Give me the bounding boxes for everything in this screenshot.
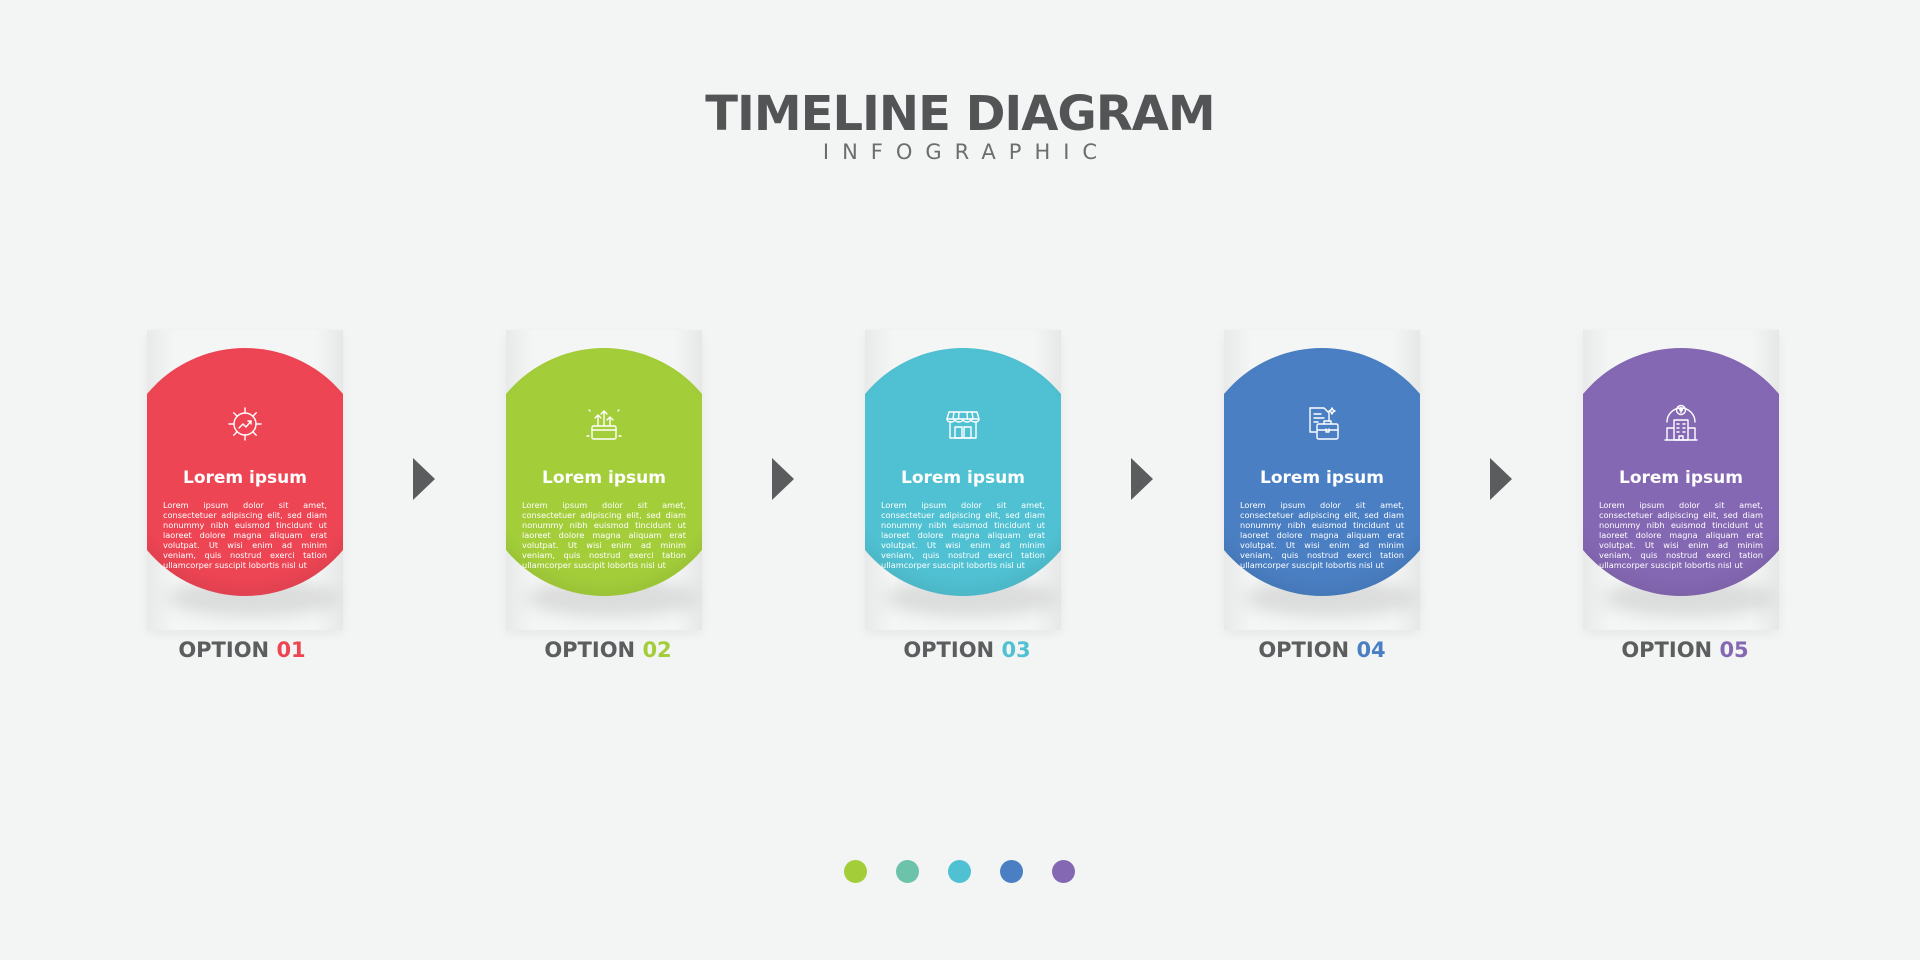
option-prefix: OPTION bbox=[1621, 638, 1713, 662]
timeline-step-1: Lorem ipsum Lorem ipsum dolor sit amet, … bbox=[147, 330, 343, 630]
option-label-4: OPTION 04 bbox=[1202, 638, 1442, 662]
option-label-2: OPTION 02 bbox=[488, 638, 728, 662]
step-description: Lorem ipsum dolor sit amet, consectetuer… bbox=[881, 500, 1045, 570]
timeline-step-4: Lorem ipsum Lorem ipsum dolor sit amet, … bbox=[1224, 330, 1420, 630]
gear-growth-icon bbox=[223, 402, 267, 446]
step-disc: Lorem ipsum Lorem ipsum dolor sit amet, … bbox=[1224, 348, 1420, 596]
option-label-3: OPTION 03 bbox=[847, 638, 1087, 662]
option-prefix: OPTION bbox=[178, 638, 270, 662]
step-description: Lorem ipsum dolor sit amet, consectetuer… bbox=[163, 500, 327, 570]
step-disc: Lorem ipsum Lorem ipsum dolor sit amet, … bbox=[1583, 348, 1779, 596]
step-description: Lorem ipsum dolor sit amet, consectetuer… bbox=[522, 500, 686, 570]
timeline-step-2: Lorem ipsum Lorem ipsum dolor sit amet, … bbox=[506, 330, 702, 630]
disc-fill bbox=[1583, 348, 1779, 596]
arrow-right-icon bbox=[413, 458, 435, 500]
bank-building-icon bbox=[1659, 402, 1703, 446]
timeline-step-3: Lorem ipsum Lorem ipsum dolor sit amet, … bbox=[865, 330, 1061, 630]
store-icon bbox=[941, 402, 985, 446]
option-prefix: OPTION bbox=[1258, 638, 1350, 662]
pager-dot-5[interactable] bbox=[1052, 860, 1075, 883]
page-subtitle: INFOGRAPHIC bbox=[822, 140, 1111, 164]
pager-dot-1[interactable] bbox=[844, 860, 867, 883]
option-number: 05 bbox=[1719, 638, 1749, 662]
option-prefix: OPTION bbox=[903, 638, 995, 662]
briefcase-document-icon bbox=[1300, 402, 1344, 446]
step-title: Lorem ipsum bbox=[1619, 468, 1743, 488]
step-disc: Lorem ipsum Lorem ipsum dolor sit amet, … bbox=[506, 348, 702, 596]
option-number: 01 bbox=[276, 638, 306, 662]
timeline-step-5: Lorem ipsum Lorem ipsum dolor sit amet, … bbox=[1583, 330, 1779, 630]
step-title: Lorem ipsum bbox=[183, 468, 307, 488]
option-label-1: OPTION 01 bbox=[122, 638, 362, 662]
disc-fill bbox=[865, 348, 1061, 596]
pager-dots bbox=[0, 860, 1920, 884]
step-title: Lorem ipsum bbox=[1260, 468, 1384, 488]
option-prefix: OPTION bbox=[544, 638, 636, 662]
pager-dot-4[interactable] bbox=[1000, 860, 1023, 883]
step-disc: Lorem ipsum Lorem ipsum dolor sit amet, … bbox=[147, 348, 343, 596]
option-number: 02 bbox=[642, 638, 672, 662]
arrow-right-icon bbox=[1131, 458, 1153, 500]
money-growth-icon bbox=[582, 402, 626, 446]
option-number: 04 bbox=[1356, 638, 1386, 662]
option-label-5: OPTION 05 bbox=[1565, 638, 1805, 662]
pager-dot-3[interactable] bbox=[948, 860, 971, 883]
arrow-right-icon bbox=[772, 458, 794, 500]
step-description: Lorem ipsum dolor sit amet, consectetuer… bbox=[1599, 500, 1763, 570]
step-disc: Lorem ipsum Lorem ipsum dolor sit amet, … bbox=[865, 348, 1061, 596]
step-title: Lorem ipsum bbox=[901, 468, 1025, 488]
pager-dot-2[interactable] bbox=[896, 860, 919, 883]
step-description: Lorem ipsum dolor sit amet, consectetuer… bbox=[1240, 500, 1404, 570]
step-title: Lorem ipsum bbox=[542, 468, 666, 488]
disc-fill bbox=[1224, 348, 1420, 596]
page-title: TIMELINE DIAGRAM bbox=[705, 86, 1215, 142]
disc-fill bbox=[506, 348, 702, 596]
option-number: 03 bbox=[1001, 638, 1031, 662]
disc-fill bbox=[147, 348, 343, 596]
arrow-right-icon bbox=[1490, 458, 1512, 500]
